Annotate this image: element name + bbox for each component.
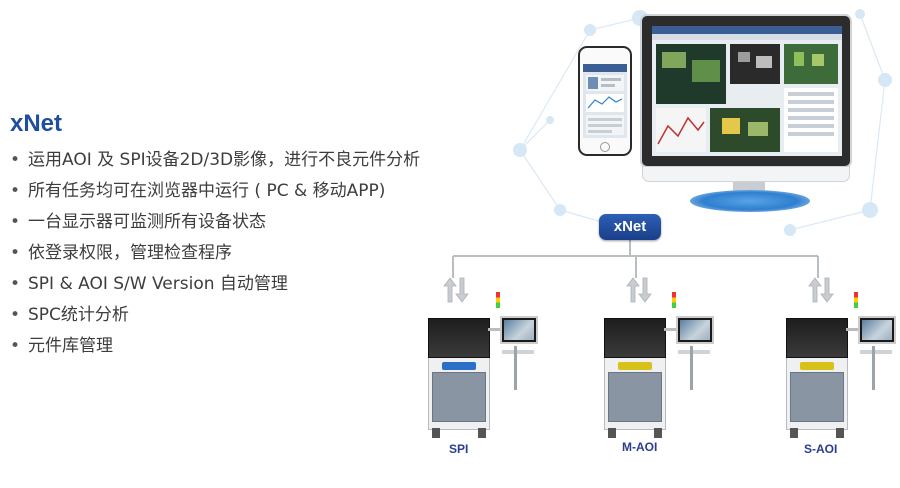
bullet-icon: •	[10, 336, 21, 356]
feature-item: •SPC统计分析	[10, 300, 420, 331]
page-title: xNet	[10, 110, 63, 137]
bullet-icon: •	[10, 243, 21, 263]
machine-foot	[608, 428, 616, 438]
transfer-arrows-s-aoi-icon	[808, 277, 834, 303]
feature-item: •依登录权限，管理检查程序	[10, 238, 420, 269]
feature-item: •SPI & AOI S/W Version 自动管理	[10, 269, 420, 300]
brand-plate	[800, 362, 834, 370]
smartphone-image	[578, 46, 632, 156]
machine-m-aoi	[604, 292, 714, 440]
network-background	[513, 9, 892, 236]
home-button-icon	[600, 142, 610, 152]
monitor-stand-base	[690, 190, 810, 212]
transfer-arrows-spi-icon	[443, 277, 469, 303]
feature-list: •运用AOI 及 SPI设备2D/3D影像，进行不良元件分析 •所有任务均可在浏…	[10, 145, 420, 362]
machine-window	[604, 318, 666, 358]
signal-tower-icon	[496, 292, 500, 308]
machine-monitor	[500, 316, 538, 344]
monitor-screen	[652, 26, 842, 156]
machine-label-m-aoi: M-AOI	[622, 440, 658, 454]
machine-label-spi: SPI	[449, 442, 469, 456]
keyboard-tray	[678, 350, 710, 354]
software-screenshot-icon	[652, 26, 842, 152]
monitor-pole	[872, 346, 875, 390]
machine-monitor-screen	[862, 320, 892, 340]
bullet-icon: •	[10, 305, 21, 325]
machine-foot	[836, 428, 844, 438]
signal-tower-icon	[672, 292, 676, 308]
machine-foot	[432, 428, 440, 438]
machine-label-s-aoi: S-AOI	[804, 442, 838, 456]
machine-foot	[654, 428, 662, 438]
machine-cabinet	[432, 372, 486, 422]
transfer-arrows-m-aoi-icon	[626, 277, 652, 303]
machine-monitor	[676, 316, 714, 344]
keyboard-tray	[502, 350, 534, 354]
machine-foot	[790, 428, 798, 438]
signal-tower-icon	[854, 292, 858, 308]
desktop-monitor-image	[640, 14, 852, 182]
bullet-icon: •	[10, 212, 21, 232]
bullet-icon: •	[10, 274, 21, 294]
machine-spi	[428, 292, 538, 440]
machine-cabinet	[608, 372, 662, 422]
machine-window	[428, 318, 490, 358]
phone-screen	[583, 64, 627, 138]
brand-plate	[442, 362, 476, 370]
mobile-app-icon	[583, 64, 627, 135]
feature-item: •元件库管理	[10, 331, 420, 362]
monitor-pole	[690, 346, 693, 390]
machine-window	[786, 318, 848, 358]
machine-monitor-screen	[680, 320, 710, 340]
feature-item: •所有任务均可在浏览器中运行 ( PC & 移动APP)	[10, 176, 420, 207]
machine-cabinet	[790, 372, 844, 422]
monitor-chin	[642, 166, 850, 182]
keyboard-tray	[860, 350, 892, 354]
machine-monitor	[858, 316, 896, 344]
bullet-icon: •	[10, 181, 21, 201]
feature-item: •运用AOI 及 SPI设备2D/3D影像，进行不良元件分析	[10, 145, 420, 176]
machine-foot	[478, 428, 486, 438]
brand-plate	[618, 362, 652, 370]
bullet-icon: •	[10, 150, 21, 170]
machine-monitor-screen	[504, 320, 534, 340]
feature-item: •一台显示器可监测所有设备状态	[10, 207, 420, 238]
machine-s-aoi	[786, 292, 896, 440]
monitor-pole	[514, 346, 517, 390]
xnet-badge: xNet	[599, 214, 661, 240]
monitor-bezel	[640, 14, 852, 168]
